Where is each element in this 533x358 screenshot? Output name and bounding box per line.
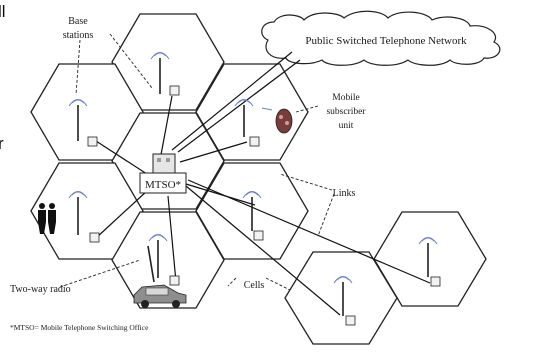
cell-tower-icon (68, 191, 100, 243)
cell-tower-icon (150, 52, 180, 96)
base-stations-label-line2: stations (63, 30, 94, 41)
arrow-cells-2 (265, 277, 291, 291)
link-far-right-lower (185, 185, 341, 316)
link-upper-right (179, 141, 248, 163)
arrow-cells-1 (227, 277, 237, 287)
cloud-icon (261, 10, 501, 66)
cell-far-right-lower (284, 251, 398, 345)
arrow-base-stations-1 (75, 39, 81, 96)
switching-office-building-icon (139, 153, 187, 194)
cell-far-right-upper (373, 211, 487, 307)
people-icon (38, 203, 56, 234)
arrow-links-1 (279, 173, 333, 191)
edge-text-top: ll (0, 2, 6, 21)
link-bottom (167, 195, 177, 283)
link-upper-left (95, 140, 151, 177)
mobile-handset-icon (275, 108, 293, 134)
callout-arrows (59, 33, 335, 291)
link-top (159, 95, 173, 161)
cell-tower-icon (418, 237, 441, 287)
arrow-mobile (295, 105, 319, 113)
cells-label: Cells (244, 280, 265, 291)
cell-bottom (111, 211, 225, 309)
two-way-radio-label: Two-way radio (10, 284, 71, 295)
pstn-label: Public Switched Telephone Network (305, 35, 467, 47)
car-icon (133, 284, 187, 308)
link-lower-left (95, 189, 149, 239)
network-links (95, 51, 431, 316)
cell-tower-icon (68, 99, 98, 147)
cell-tower-icon (242, 191, 264, 241)
cell-hexagons (30, 13, 487, 345)
links-label: Links (333, 188, 356, 199)
link-mtso-pstn (171, 51, 293, 151)
footnote-text: *MTSO= Mobile Telephone Switching Office (10, 323, 149, 332)
arrow-base-stations-2 (109, 33, 153, 89)
mobile-label-line1: Mobile (332, 93, 359, 103)
cell-tower-icon (333, 276, 356, 326)
two-way-radio-antenna (147, 245, 155, 283)
base-stations-label-line1: Base (68, 16, 88, 27)
edge-text-mid: r (0, 134, 4, 153)
cell-tower-icon (148, 234, 180, 286)
mobile-label-line2: subscriber (326, 107, 366, 117)
mobile-label-line3: unit (339, 121, 354, 131)
cell-upper-left (30, 63, 144, 161)
link-far-right-upper (187, 179, 431, 284)
arrow-links-2 (317, 193, 335, 237)
cell-lower-left (30, 162, 144, 260)
link-lower-right (185, 183, 256, 206)
arrow-two-way-radio (59, 259, 141, 288)
mtso-label: MTSO* (145, 179, 181, 191)
link-mtso-pstn-2 (177, 59, 301, 153)
base-stations (68, 52, 441, 326)
cell-tower-icon (234, 99, 260, 147)
handset-signal (261, 107, 273, 111)
